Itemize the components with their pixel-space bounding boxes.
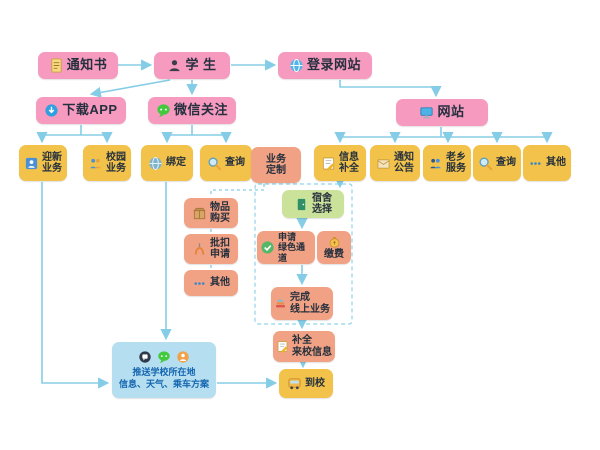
node-label: 业务 定制 bbox=[266, 153, 286, 177]
people-icon bbox=[428, 156, 443, 171]
profile-logo-icon bbox=[176, 350, 190, 364]
node-notice-board: 通知 公告 bbox=[370, 145, 420, 181]
node-label: 查询 bbox=[496, 157, 516, 169]
campus-people-icon bbox=[88, 156, 103, 171]
node-bind: 绑定 bbox=[141, 145, 193, 181]
student-icon bbox=[167, 58, 182, 73]
push-app-icons bbox=[138, 350, 190, 364]
welcome-badge-icon bbox=[24, 156, 39, 171]
moneybag-icon bbox=[328, 235, 341, 248]
node-info-completion: 信息 补全 bbox=[314, 145, 366, 181]
node-label: 其他 bbox=[210, 277, 230, 289]
bind-globe-icon bbox=[148, 156, 163, 171]
node-welcome-services: 迎新 业务 bbox=[19, 145, 67, 181]
node-label: 校园 业务 bbox=[106, 151, 126, 175]
form-pencil-icon bbox=[276, 340, 289, 353]
node-green-channel: 申请 绿色通道 bbox=[257, 231, 315, 264]
node-label: 通知书 bbox=[66, 57, 108, 73]
node-payment: 缴费 bbox=[317, 231, 351, 264]
push-text: 推送学校所在地 信息、天气、乘车方案 bbox=[118, 366, 209, 389]
app-download-icon bbox=[44, 103, 59, 118]
node-label: 下载APP bbox=[62, 102, 118, 118]
green-check-icon bbox=[260, 240, 275, 255]
claw-icon bbox=[192, 242, 207, 257]
node-label: 绑定 bbox=[166, 157, 186, 169]
node-label: 物品 购买 bbox=[210, 201, 230, 225]
node-wechat-follow: 微信关注 bbox=[148, 97, 236, 124]
wechat-icon bbox=[156, 103, 171, 118]
node-query-wechat: 查询 bbox=[200, 145, 252, 181]
node-label: 网站 bbox=[437, 104, 465, 120]
node-label: 通知 公告 bbox=[394, 151, 414, 175]
node-arrival-info: 补全 来校信息 bbox=[273, 331, 335, 362]
node-label: 宿舍 选择 bbox=[312, 192, 332, 216]
node-arrive-school: 到校 bbox=[279, 369, 333, 398]
node-label: 查询 bbox=[225, 157, 245, 169]
node-label: 登录网站 bbox=[306, 57, 361, 73]
node-label: 缴费 bbox=[324, 248, 344, 260]
node-label: 学 生 bbox=[185, 57, 217, 73]
node-label: 其他 bbox=[546, 157, 566, 169]
bus-icon bbox=[287, 376, 302, 391]
node-label: 信息 补全 bbox=[339, 151, 359, 175]
node-label: 到校 bbox=[305, 377, 325, 389]
ellipsis-icon bbox=[528, 156, 543, 171]
node-label: 申请 绿色通道 bbox=[278, 231, 306, 263]
node-campus-services: 校园 业务 bbox=[83, 145, 131, 181]
node-dorm-selection: 宿舍 选择 bbox=[282, 190, 344, 218]
magnifier-icon bbox=[478, 156, 493, 171]
node-other-custom: 其他 bbox=[184, 270, 238, 296]
package-icon bbox=[192, 206, 207, 221]
envelope-icon bbox=[376, 156, 391, 171]
wechat-logo-icon bbox=[157, 350, 171, 364]
node-website: 网站 bbox=[396, 99, 488, 126]
node-label: 老乡 服务 bbox=[446, 151, 466, 175]
node-hometown-service: 老乡 服务 bbox=[423, 145, 471, 181]
node-query-website: 查询 bbox=[473, 145, 521, 181]
business-custom-dashed-region bbox=[254, 183, 353, 325]
app-logo-icon bbox=[138, 350, 152, 364]
node-other-website: 其他 bbox=[523, 145, 571, 181]
node-label: 补全 来校信息 bbox=[292, 335, 332, 358]
node-label: 迎新 业务 bbox=[42, 151, 62, 175]
globe-icon bbox=[289, 58, 304, 73]
document-icon bbox=[49, 58, 64, 73]
node-goods-purchase: 物品 购买 bbox=[184, 198, 238, 228]
door-icon bbox=[294, 197, 309, 212]
node-student: 学 生 bbox=[154, 52, 230, 79]
node-download-app: 下载APP bbox=[36, 97, 126, 124]
node-business-custom: 业务 定制 bbox=[251, 147, 301, 183]
monitor-icon bbox=[419, 105, 434, 120]
magnifier-icon bbox=[207, 156, 222, 171]
node-notice-letter: 通知书 bbox=[38, 52, 118, 79]
form-pencil-icon bbox=[321, 156, 336, 171]
node-complete-online: 完成 线上业务 bbox=[271, 287, 333, 320]
ellipsis-icon bbox=[192, 276, 207, 291]
node-push-info: 推送学校所在地 信息、天气、乘车方案 bbox=[112, 342, 216, 398]
node-label: 完成 线上业务 bbox=[290, 292, 330, 315]
node-label: 批扣 申请 bbox=[210, 237, 230, 261]
node-batch-deduction: 批扣 申请 bbox=[184, 234, 238, 264]
node-login-website: 登录网站 bbox=[278, 52, 372, 79]
node-label: 微信关注 bbox=[173, 102, 228, 118]
books-icon bbox=[274, 297, 287, 310]
